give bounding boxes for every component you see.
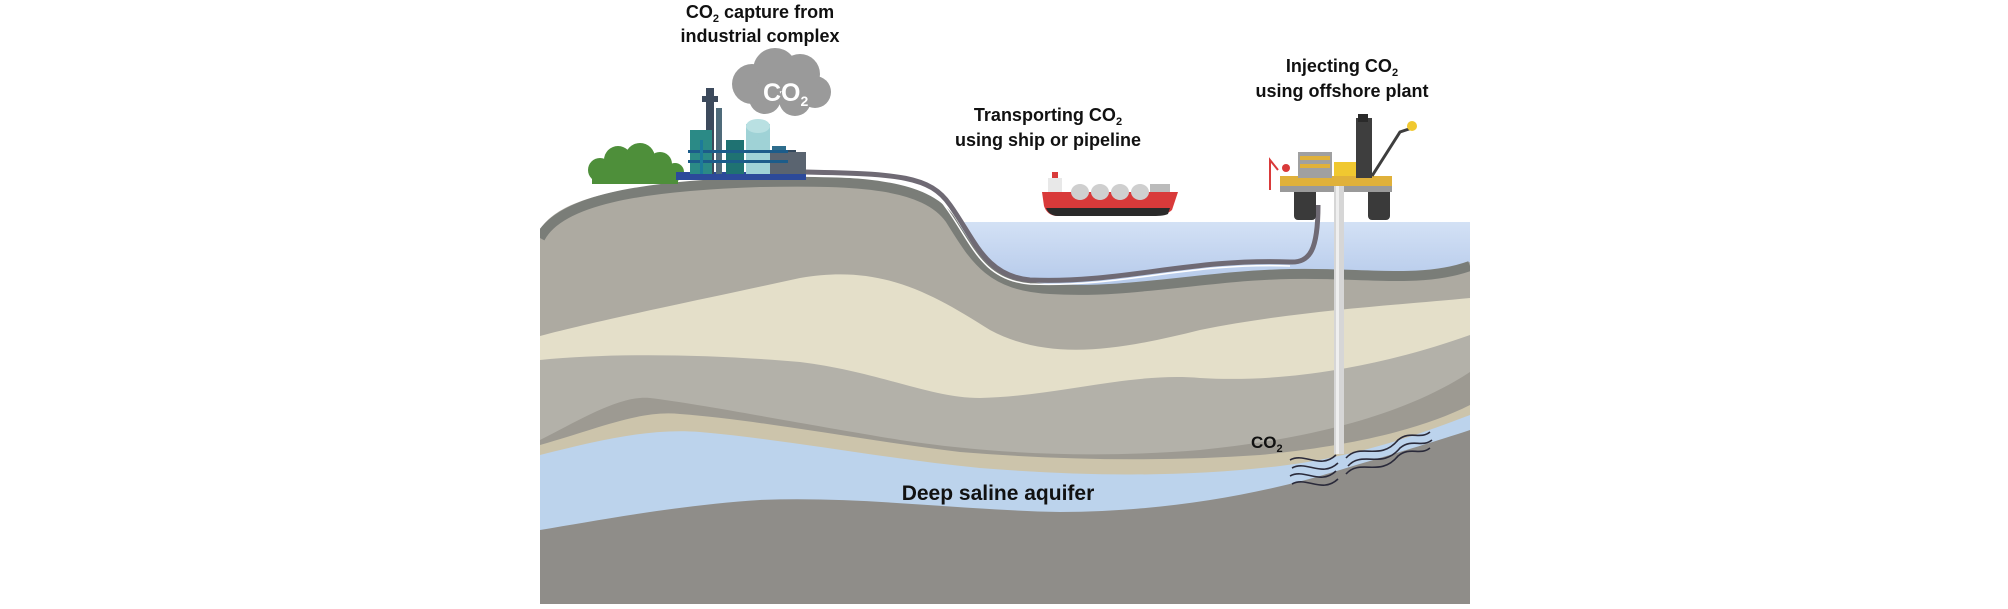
cloud-label: CO2 <box>763 79 809 109</box>
aquifer-label: Deep saline aquifer <box>902 482 1095 505</box>
pipeline <box>804 169 1321 283</box>
co2-well-label: CO2 <box>1251 433 1283 455</box>
ship-icon <box>1042 172 1178 216</box>
inject-label-line1: Injecting CO2 <box>1286 56 1398 79</box>
transport-label-line2: using ship or pipeline <box>955 130 1141 150</box>
bushes <box>588 143 684 184</box>
bottom-rock-layer <box>540 430 1470 604</box>
co2-cloud-icon <box>732 48 831 116</box>
transport-label-line1: Transporting CO2 <box>974 105 1122 128</box>
inject-label-line2: using offshore plant <box>1256 81 1429 101</box>
capture-label-line2: industrial complex <box>680 26 839 46</box>
capture-label-line1: CO2 capture from <box>686 2 834 25</box>
industrial-plant <box>676 88 806 180</box>
co2-plume-lines <box>1289 431 1433 486</box>
offshore-platform-icon <box>1269 114 1417 220</box>
surface-dark-band <box>540 176 1470 295</box>
